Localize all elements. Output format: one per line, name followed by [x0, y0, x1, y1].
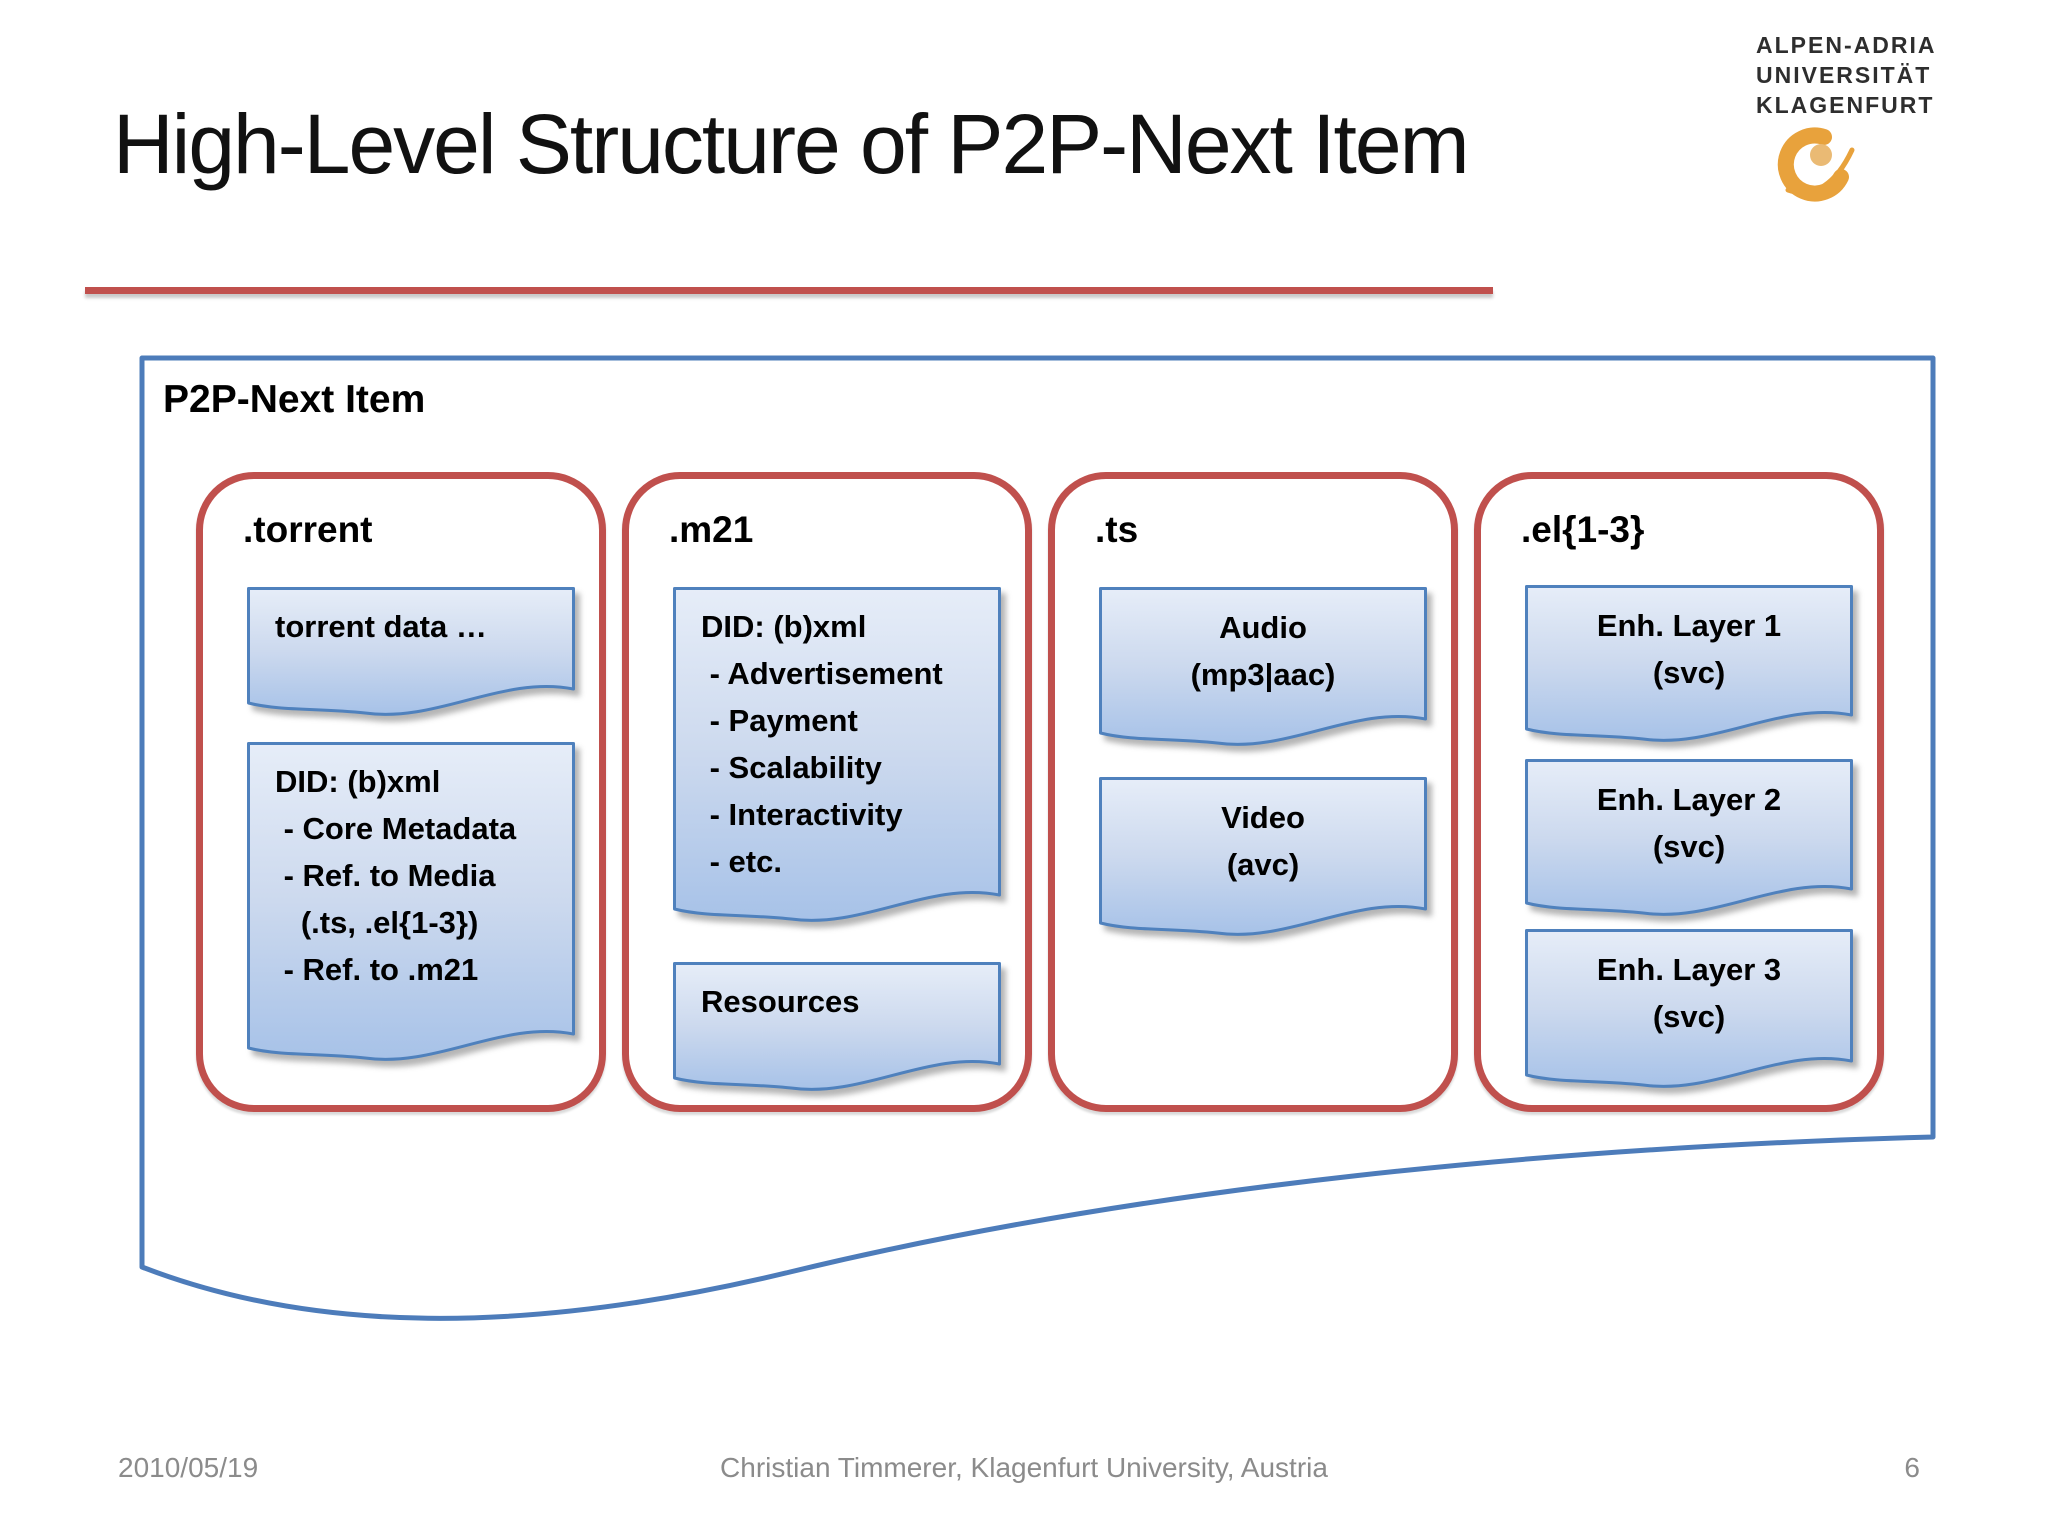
document-shape — [673, 587, 1001, 922]
doc-line: (svc) — [1652, 655, 1726, 690]
document-shape — [1099, 777, 1427, 936]
group-el-label: .el{1-3} — [1521, 509, 1645, 550]
doc-line: Audio — [1219, 610, 1307, 645]
doc-torrent-did-text: DID: (b)xml - Core Metadata - Ref. to Me… — [247, 742, 575, 993]
doc-ts-video-text: Video (avc) — [1099, 777, 1427, 888]
title-underline — [85, 287, 1493, 294]
doc-line: - Interactivity — [701, 797, 903, 832]
doc-line: (svc) — [1652, 829, 1726, 864]
group-m21-label: .m21 — [669, 509, 754, 550]
logo-line-2: UNIVERSITÄT — [1756, 62, 1932, 88]
doc-line: (avc) — [1226, 847, 1300, 882]
doc-m21-resources: Resources — [673, 962, 1001, 1094]
document-shape — [673, 962, 1001, 1091]
doc-line: Enh. Layer 3 — [1596, 952, 1782, 987]
logo-line-1: ALPEN-ADRIA — [1756, 32, 1937, 58]
doc-line: - etc. — [701, 844, 782, 879]
footer-page-number: 6 — [1904, 1452, 1920, 1483]
doc-line: - Scalability — [701, 750, 882, 785]
doc-m21-resources-text: Resources — [673, 962, 1001, 1025]
group-ts-label: .ts — [1095, 509, 1139, 550]
doc-line: - Payment — [701, 703, 858, 738]
group-torrent-label: .torrent — [243, 509, 373, 550]
doc-line: Enh. Layer 2 — [1596, 782, 1782, 817]
doc-el-layer2: Enh. Layer 2 (svc) — [1525, 759, 1853, 919]
doc-line: (mp3|aac) — [1190, 657, 1336, 692]
document-shape — [247, 587, 575, 716]
logo-line-3: KLAGENFURT — [1756, 92, 1935, 118]
doc-el-layer3-text: Enh. Layer 3 (svc) — [1525, 929, 1853, 1040]
doc-torrent-data-text: torrent data … — [247, 587, 575, 650]
doc-line: torrent data … — [275, 609, 487, 644]
doc-m21-did-text: DID: (b)xml - Advertisement - Payment - … — [673, 587, 1001, 885]
doc-ts-video: Video (avc) — [1099, 777, 1427, 939]
doc-line: - Core Metadata — [275, 811, 517, 846]
group-ts: .ts Audio (mp3|aac) Video (avc) — [1048, 472, 1458, 1112]
group-m21: .m21 DID: (b)xml - Advertisement - Payme… — [622, 472, 1032, 1112]
group-el: .el{1-3} Enh. Layer 1 (svc) Enh. Layer 2 (… — [1474, 472, 1884, 1112]
container-label: P2P-Next Item — [163, 378, 426, 421]
doc-ts-audio-text: Audio (mp3|aac) — [1099, 587, 1427, 698]
document-shape — [1099, 587, 1427, 746]
doc-line: Enh. Layer 1 — [1596, 608, 1782, 643]
doc-m21-did: DID: (b)xml - Advertisement - Payment - … — [673, 587, 1001, 925]
doc-line: Resources — [701, 984, 860, 1019]
university-logo-swoosh-icon — [1777, 127, 1855, 202]
doc-el-layer1: Enh. Layer 1 (svc) — [1525, 585, 1853, 745]
doc-line: DID: (b)xml — [275, 764, 441, 799]
doc-torrent-did: DID: (b)xml - Core Metadata - Ref. to Me… — [247, 742, 575, 1064]
doc-el-layer3: Enh. Layer 3 (svc) — [1525, 929, 1853, 1091]
document-shape — [1525, 929, 1853, 1088]
page-title: High-Level Structure of P2P-Next Item — [113, 97, 1470, 191]
document-shape — [1525, 759, 1853, 916]
footer: 2010/05/19 Christian Timmerer, Klagenfur… — [0, 1452, 2048, 1496]
doc-torrent-data: torrent data … — [247, 587, 575, 719]
doc-line: - Advertisement — [701, 656, 943, 691]
doc-line: Video — [1221, 800, 1305, 835]
doc-el-layer1-text: Enh. Layer 1 (svc) — [1525, 585, 1853, 696]
doc-line: - Ref. to .m21 — [275, 952, 479, 987]
doc-el-layer2-text: Enh. Layer 2 (svc) — [1525, 759, 1853, 870]
university-logo-text: ALPEN-ADRIA UNIVERSITÄT KLAGENFURT — [1756, 30, 1936, 120]
group-torrent: .torrent torrent data … DID: (b)xml - Co… — [196, 472, 606, 1112]
doc-line: (svc) — [1652, 999, 1726, 1034]
doc-line: - Ref. to Media — [275, 858, 496, 893]
doc-ts-audio: Audio (mp3|aac) — [1099, 587, 1427, 749]
footer-author: Christian Timmerer, Klagenfurt Universit… — [720, 1452, 1328, 1483]
document-shape — [247, 742, 575, 1061]
document-shape — [1525, 585, 1853, 742]
doc-line: DID: (b)xml — [701, 609, 867, 644]
university-logo: ALPEN-ADRIA UNIVERSITÄT KLAGENFURT — [1756, 30, 2026, 210]
footer-date: 2010/05/19 — [118, 1452, 259, 1483]
doc-line: (.ts, .el{1-3}) — [275, 905, 479, 940]
